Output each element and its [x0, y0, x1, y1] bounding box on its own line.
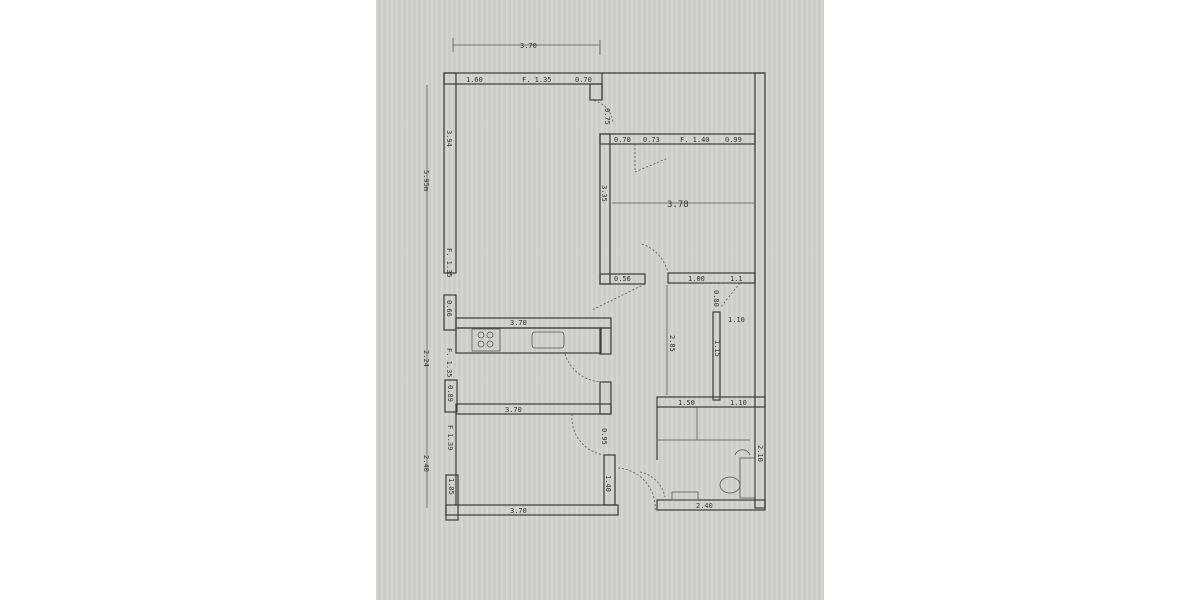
label: 1.15 [713, 340, 721, 357]
label: 1.40 [604, 475, 612, 492]
label: 3.70 [510, 319, 527, 327]
label: 0.73 [643, 136, 660, 144]
label: F 1.39 [446, 425, 454, 450]
label: 3.94 [445, 130, 453, 147]
label: 1.10 [728, 316, 745, 324]
label: 1.10 [730, 399, 747, 407]
top-width-label: 3.70 [520, 42, 537, 50]
label: F. 1.35 [445, 248, 453, 278]
middle-height-label: 2.24 [422, 350, 430, 367]
overall-height-label: 5.95m [422, 170, 430, 191]
label: 1.05 [447, 478, 455, 495]
label: F. 1.35 [522, 76, 552, 84]
label: F. 1.40 [680, 136, 710, 144]
label: 0.99 [725, 136, 742, 144]
label: 0.89 [446, 385, 454, 402]
label: 3.35 [600, 185, 608, 202]
label: 0.70 [614, 136, 631, 144]
label: 1.50 [678, 399, 695, 407]
label: 3.70 [510, 507, 527, 515]
label: 2.10 [756, 445, 764, 462]
label: F. 1.35 [445, 348, 453, 378]
dimension-labels: 1.60 F. 1.35 0.70 0.75 3.94 F. 1.35 0.66… [445, 76, 764, 515]
floor-plan-drawing: 3.70 5.95m 2.24 2.40 [422, 38, 766, 521]
label: 2.85 [668, 335, 676, 352]
walls [443, 72, 766, 521]
door-swings [564, 99, 741, 513]
label: 0.95 [600, 428, 608, 445]
top-dimension: 3.70 [452, 38, 601, 55]
lower-height-label: 2.40 [422, 455, 430, 472]
label: 1.00 [688, 275, 705, 283]
label: 0.56 [614, 275, 631, 283]
label: 3.70 [505, 406, 522, 414]
label: 1.60 [466, 76, 483, 84]
label: 1.1 [730, 275, 743, 283]
label: 2.40 [696, 502, 713, 510]
label: 0.70 [575, 76, 592, 84]
left-dimension: 5.95m 2.24 2.40 [422, 85, 430, 508]
label: 0.66 [445, 300, 453, 317]
floor-plan-paper: 3.70 5.95m 2.24 2.40 [376, 0, 824, 600]
label: 3.78 [667, 200, 689, 210]
label: 0.80 [712, 290, 720, 307]
label: 0.75 [603, 108, 611, 125]
